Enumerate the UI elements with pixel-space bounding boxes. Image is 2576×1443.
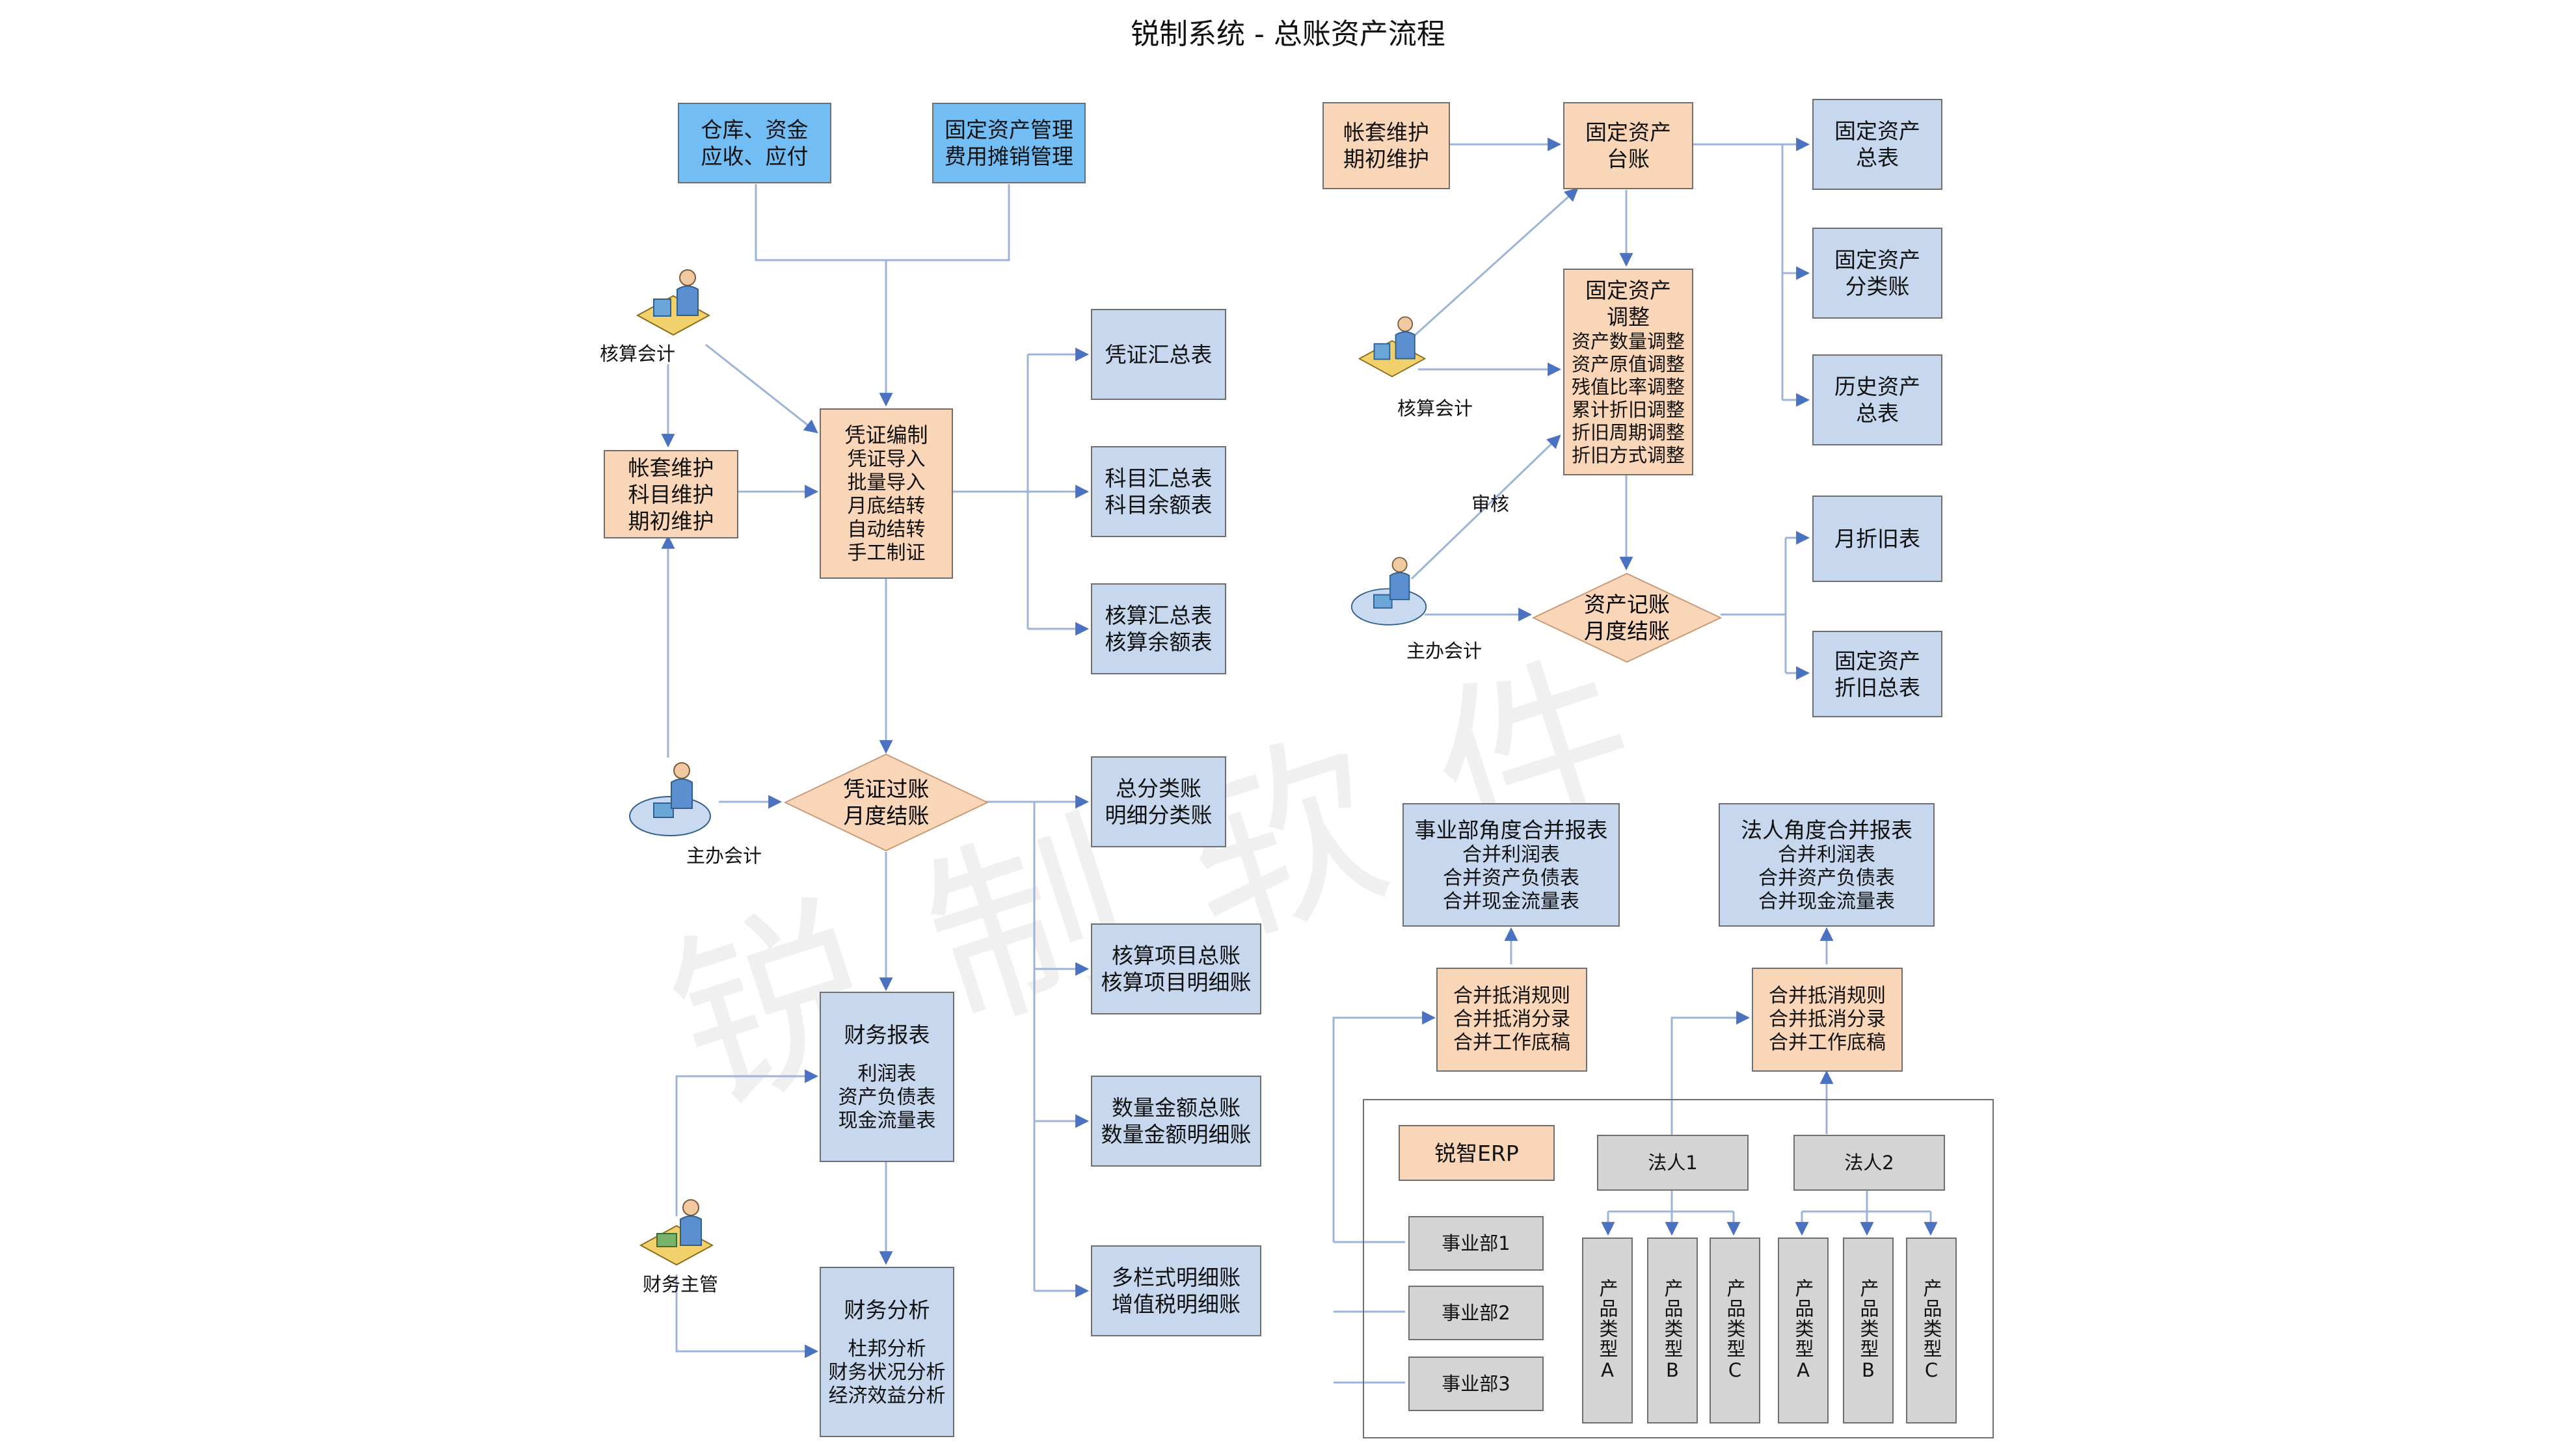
- link-supervisor-to-ana: [675, 1275, 819, 1358]
- source-fixed-assets: 固定资产管理 费用摊销管理: [932, 103, 1086, 183]
- role-accountant-right: 核算会计: [1397, 397, 1473, 419]
- report-account-summary: 科目汇总表 科目余额表: [1091, 446, 1226, 537]
- ledger-quantity-amount: 数量金额总账 数量金额明细账: [1091, 1076, 1261, 1167]
- role-supervisor: 财务主管: [643, 1273, 719, 1295]
- output-asset-summary: 固定资产 总表: [1812, 99, 1942, 190]
- chief-accountant-person-icon-right: [1350, 557, 1427, 626]
- dept-1: 事业部1: [1408, 1216, 1544, 1271]
- product-type-label: 产品类型A: [1792, 1278, 1814, 1383]
- ledger-accounting-items: 核算项目总账 核算项目明细账: [1091, 923, 1261, 1014]
- legal-entity-2: 法人2: [1793, 1135, 1945, 1191]
- maintenance-box-right: 帐套维护 期初维护: [1322, 102, 1450, 189]
- role-chief-right: 主办会计: [1406, 640, 1483, 662]
- product-type-label: 产品类型B: [1661, 1278, 1684, 1383]
- link-depts-to-elim1: [1332, 1011, 1436, 1242]
- report-accounting-summary: 核算汇总表 核算余额表: [1091, 583, 1226, 674]
- chief-accountant-person-icon: [629, 762, 711, 836]
- link-legal1-to-elim2: [1670, 1011, 1751, 1135]
- dept-elimination-box: 合并抵消规则 合并抵消分录 合并工作底稿: [1436, 968, 1587, 1072]
- asset-adjustment-box: 固定资产 调整 资产数量调整 资产原值调整 残值比率调整 累计折旧调整 折旧周期…: [1563, 269, 1693, 475]
- product-type-box: 产品类型A: [1778, 1238, 1829, 1423]
- link-sources-merge: [755, 184, 1010, 261]
- product-type-label: 产品类型A: [1596, 1278, 1618, 1383]
- audit-label: 审核: [1471, 493, 1510, 515]
- source-inventory-funds: 仓库、资金 应收、应付: [678, 103, 831, 183]
- product-type-label: 产品类型B: [1857, 1278, 1879, 1383]
- posting-decision-left: 凭证过账 月度结账: [784, 753, 989, 852]
- output-history-summary: 历史资产 总表: [1812, 354, 1942, 445]
- product-type-box: 产品类型A: [1582, 1238, 1633, 1423]
- voucher-compile-box: 凭证编制 凭证导入 批量导入 月底结转 自动结转 手工制证: [820, 408, 953, 579]
- diagram-title: 锐制系统 - 总账资产流程: [1131, 18, 1445, 51]
- link-racct-to-ledger: [1410, 187, 1579, 339]
- ledger-multi-column: 多栏式明细账 增值税明细账: [1091, 1245, 1261, 1336]
- link-rchief-to-adj: [1410, 434, 1561, 580]
- legal-elimination-box: 合并抵消规则 合并抵消分录 合并工作底稿: [1752, 968, 1903, 1072]
- link-accountant-to-voucher: [705, 343, 818, 434]
- product-type-box: 产品类型B: [1647, 1238, 1698, 1423]
- dept-2: 事业部2: [1408, 1286, 1544, 1340]
- output-asset-classification: 固定资产 分类账: [1812, 228, 1942, 319]
- asset-ledger-box: 固定资产 台账: [1563, 102, 1693, 189]
- accountant-person-icon-right: [1358, 316, 1427, 378]
- output-monthly-depreciation: 月折旧表: [1812, 496, 1942, 582]
- output-depreciation-summary: 固定资产 折旧总表: [1812, 631, 1942, 717]
- product-type-box: 产品类型C: [1906, 1238, 1957, 1423]
- product-type-label: 产品类型C: [1724, 1278, 1746, 1383]
- role-chief-left: 主办会计: [686, 845, 762, 867]
- financial-reports-box: 财务报表 利润表 资产负债表 现金流量表: [820, 992, 954, 1162]
- ledger-general: 总分类账 明细分类账: [1091, 756, 1226, 847]
- role-accountant-left: 核算会计: [600, 343, 676, 365]
- link-supervisor-to-fin: [675, 1069, 819, 1216]
- erp-container: [1363, 1099, 1994, 1438]
- maintenance-box-left: 帐套维护 科目维护 期初维护: [604, 450, 738, 538]
- dept-consolidated-report: 事业部角度合并报表 合并利润表 合并资产负债表 合并现金流量表: [1402, 803, 1620, 927]
- financial-analysis-box: 财务分析 杜邦分析 财务状况分析 经济效益分析: [820, 1267, 954, 1437]
- report-voucher-summary: 凭证汇总表: [1091, 309, 1226, 400]
- posting-decision-right: 资产记账 月度结账: [1532, 572, 1722, 663]
- accountant-person-icon: [636, 269, 711, 336]
- product-type-box: 产品类型C: [1710, 1238, 1760, 1423]
- product-type-label: 产品类型C: [1920, 1278, 1942, 1383]
- dept-3: 事业部3: [1408, 1357, 1544, 1411]
- supervisor-person-icon: [639, 1199, 714, 1266]
- legal-consolidated-report: 法人角度合并报表 合并利润表 合并资产负债表 合并现金流量表: [1719, 803, 1935, 927]
- erp-label-box: 锐智ERP: [1399, 1125, 1555, 1181]
- legal-entity-1: 法人1: [1597, 1135, 1749, 1191]
- product-type-box: 产品类型B: [1843, 1238, 1894, 1423]
